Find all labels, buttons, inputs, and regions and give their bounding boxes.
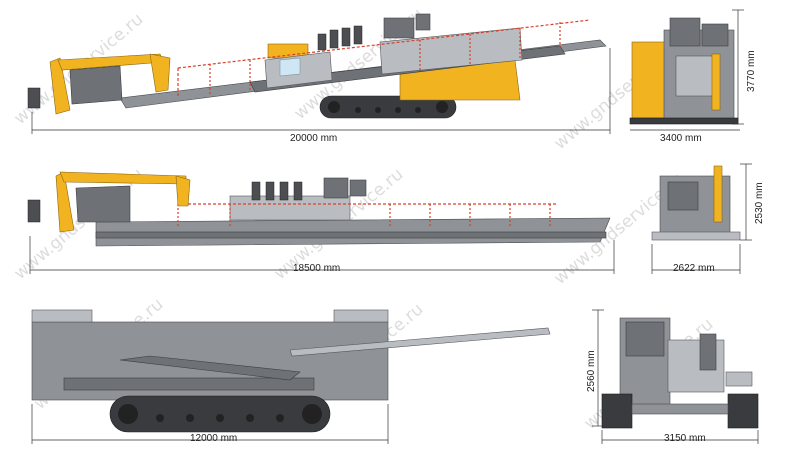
length-label: 12000 mm (190, 433, 237, 444)
crane (27, 53, 171, 115)
width-label: 2622 mm (673, 263, 715, 274)
bottom-front-view: 2560 mm 3150 mm (586, 309, 759, 444)
yellow-panel (631, 41, 667, 119)
top-side-view: 20000 mm (27, 13, 611, 144)
rod-handler (317, 13, 431, 51)
crane (27, 171, 191, 233)
height-label: 3770 mm (746, 50, 757, 92)
height-label: 2530 mm (754, 182, 765, 224)
length-label: 20000 mm (290, 133, 337, 144)
engine-block (669, 17, 701, 47)
mid-side-view: 18500 mm (27, 171, 615, 274)
mid-front-view: 2530 mm 2622 mm (651, 163, 765, 274)
drill-mast (289, 327, 551, 357)
safety-rail (177, 19, 591, 69)
width-label: 3150 mm (664, 433, 706, 444)
engine-block (667, 181, 699, 211)
width-label: 3400 mm (660, 133, 702, 144)
top-front-view: 3770 mm 3400 mm (629, 9, 757, 144)
crane-post (713, 165, 723, 223)
crawler-track (319, 95, 457, 119)
height-label: 2560 mm (586, 350, 597, 392)
rod-handler (251, 177, 367, 201)
length-label: 18500 mm (293, 263, 340, 274)
bottom-side-view: 12000 mm (31, 309, 551, 444)
